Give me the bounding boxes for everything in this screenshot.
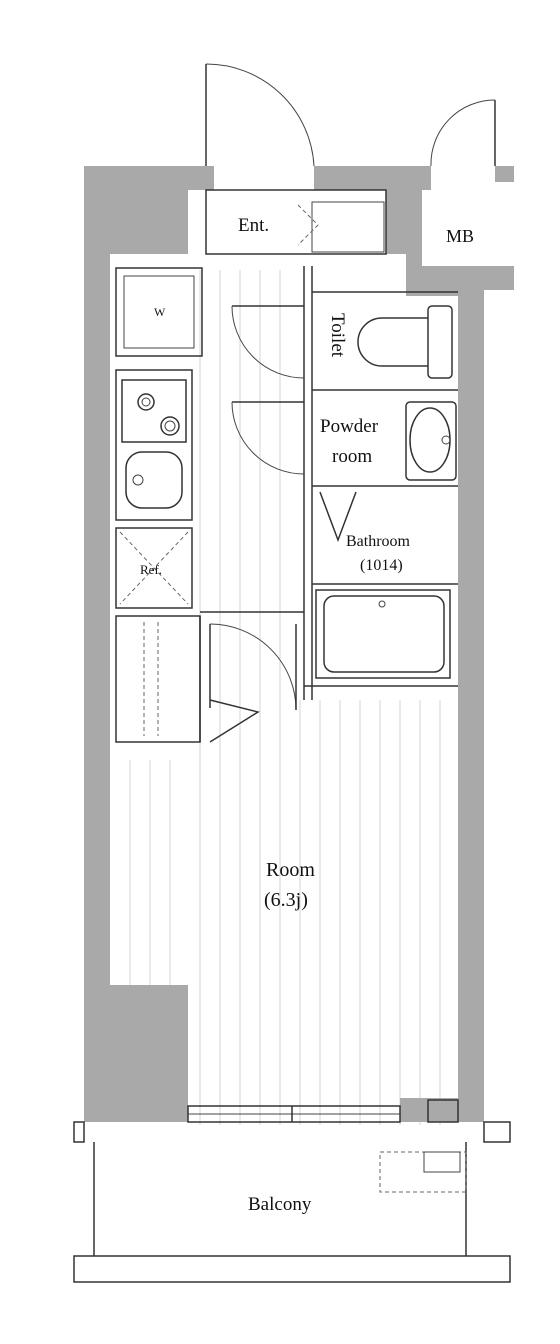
bathroom-door[interactable]: [319, 491, 357, 543]
room-door[interactable]: [209, 623, 297, 743]
kitchen-counter: [115, 369, 193, 521]
entrance-label: Ent.: [238, 215, 269, 236]
washer-space: [115, 267, 203, 357]
room-label: Room: [266, 859, 315, 881]
toilet-icon: [357, 305, 453, 379]
refrigerator-label: Ref.: [140, 562, 162, 577]
balcony-label: Balcony: [248, 1194, 312, 1215]
powder-room-label-line2: room: [332, 446, 372, 467]
refrigerator: [115, 527, 193, 609]
room-floor: [129, 270, 441, 1125]
balcony-window[interactable]: [187, 1105, 401, 1123]
entrance-door[interactable]: [205, 63, 315, 167]
interior-walls: [200, 266, 458, 700]
exterior-walls: [84, 166, 514, 1122]
toilet-label: Toilet: [327, 313, 348, 358]
closet: [115, 615, 201, 743]
powder-room-label-line1: Powder: [320, 416, 379, 437]
mb-door[interactable]: [430, 99, 496, 167]
bathroom-size-label: (1014): [360, 557, 403, 574]
meter-box-label: MB: [446, 226, 474, 246]
room-size-label: (6.3j): [264, 889, 308, 911]
basin-icon: [405, 401, 457, 481]
balcony: [73, 1121, 511, 1283]
bathroom-label: Bathroom: [346, 533, 411, 550]
powder-room-door[interactable]: [231, 401, 305, 475]
bathtub-icon: [315, 589, 451, 679]
entrance-area: [205, 189, 387, 255]
washer-label: W: [154, 305, 166, 319]
toilet-door[interactable]: [231, 305, 305, 379]
corner-column: [427, 1099, 459, 1123]
